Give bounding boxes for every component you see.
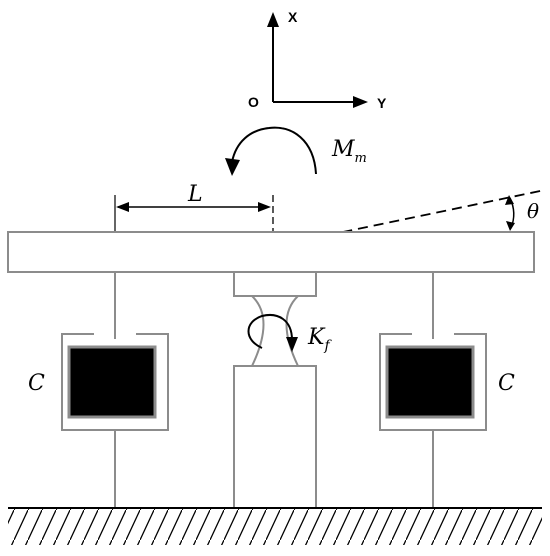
stiffness-label-sub: f: [323, 338, 332, 354]
length-dimension: L: [114, 182, 271, 232]
left-damper-piston: [67, 345, 157, 419]
y-axis-arrowhead: [353, 96, 368, 108]
flexure-hinge: Kf: [233, 271, 332, 509]
hinge-top-block: [233, 271, 317, 297]
right-damper: C: [379, 272, 515, 508]
moment-arrow: Mm: [225, 126, 367, 176]
tilt-indicator: θ: [169, 189, 546, 269]
angle-label: θ: [527, 199, 539, 223]
stiffness-arc: [247, 314, 293, 349]
moment-label: Mm: [331, 137, 367, 166]
right-damper-piston: [385, 345, 475, 419]
moment-label-main: M: [331, 137, 355, 162]
hinge-base-block: [233, 365, 317, 509]
hinge-neck: [251, 295, 299, 367]
x-axis-label: X: [288, 9, 298, 25]
left-damper: C: [28, 272, 169, 508]
y-axis-label: Y: [377, 95, 387, 111]
length-arrow-left: [116, 202, 129, 212]
right-damper-label: C: [498, 371, 515, 396]
angle-arrow-top: [505, 195, 514, 205]
moment-label-sub: m: [355, 151, 367, 166]
stiffness-label: Kf: [307, 325, 332, 354]
origin-label: O: [248, 94, 259, 110]
ground-hatching: [8, 509, 542, 545]
left-damper-label: C: [28, 371, 45, 396]
moment-arc: [231, 126, 317, 175]
stiffness-label-main: K: [307, 325, 326, 350]
x-axis-arrowhead: [267, 12, 279, 27]
angle-arrow-bottom: [506, 221, 515, 231]
platform-beam: [7, 231, 535, 273]
coordinate-axes: X Y O: [248, 9, 387, 111]
ground: [8, 507, 542, 545]
length-label: L: [187, 182, 203, 207]
length-arrow-right: [258, 202, 271, 212]
moment-arrowhead: [225, 158, 240, 176]
stiffness-arrowhead: [286, 337, 298, 352]
